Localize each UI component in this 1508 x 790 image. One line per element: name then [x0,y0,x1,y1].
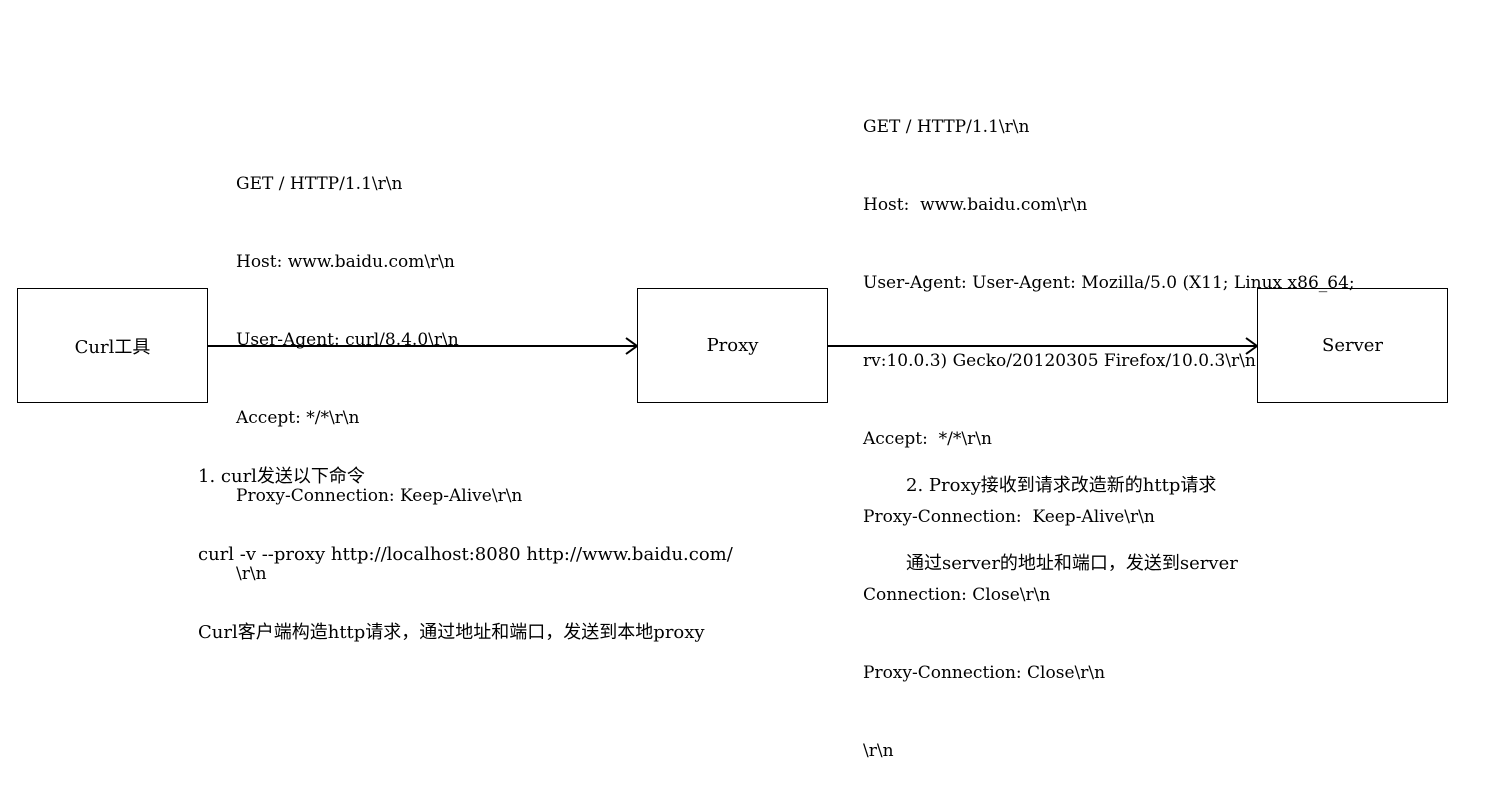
proxy-request-line: \r\n [863,741,894,761]
proxy-request-line: Proxy-Connection: Close\r\n [863,663,1106,683]
client-request-line: Host: www.baidu.com\r\n [236,252,455,272]
step1-line: 1. curl发送以下命令 [198,466,365,487]
step1-line: curl -v --proxy http://localhost:8080 ht… [198,544,733,565]
proxy-request-line: Accept: */*\r\n [863,429,992,449]
step1-note: 1. curl发送以下命令 curl -v --proxy http://loc… [198,412,733,672]
server-node: Server [1257,288,1448,403]
client-request-line: Proxy-Connection: Keep-Alive\r\n [236,486,523,506]
client-request-block: GET / HTTP/1.1\r\n Host: www.baidu.com\r… [236,119,522,613]
client-node: Curl工具 [17,288,208,403]
step1-line: Curl客户端构造http请求，通过地址和端口，发送到本地proxy [198,622,705,643]
proxy-node: Proxy [637,288,828,403]
proxy-node-label: Proxy [706,335,759,356]
flow-arrows [207,337,1259,355]
step2-note: 2. Proxy接收到请求改造新的http请求 通过server的地址和端口，发… [906,421,1238,603]
proxy-request-line: GET / HTTP/1.1\r\n [863,117,1030,137]
server-node-label: Server [1321,335,1383,356]
client-request-line: User-Agent: curl/8.4.0\r\n [236,330,459,350]
proxy-request-line: rv:10.0.3) Gecko/20120305 Firefox/10.0.3… [863,351,1256,371]
client-node-label: Curl工具 [74,336,151,358]
proxy-request-line: Host: www.baidu.com\r\n [863,195,1088,215]
client-request-line: GET / HTTP/1.1\r\n [236,174,403,194]
proxy-request-line: User-Agent: User-Agent: Mozilla/5.0 (X11… [863,273,1355,293]
step2-line: 通过server的地址和端口，发送到server [906,553,1238,574]
client-request-line: Accept: */*\r\n [236,408,360,428]
proxy-request-line: Proxy-Connection: Keep-Alive\r\n [863,507,1155,527]
step2-line: 2. Proxy接收到请求改造新的http请求 [906,475,1217,496]
